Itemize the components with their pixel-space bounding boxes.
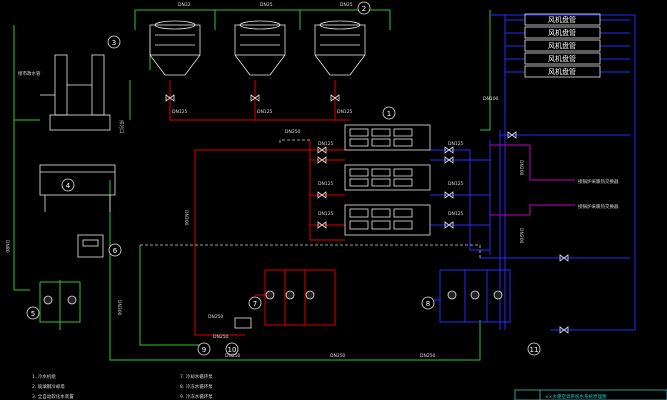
dn-tower-top-3: DN25 bbox=[340, 2, 353, 8]
dn-right-riser-1: DN100 bbox=[483, 96, 499, 102]
fan-coil-label-3: 风机盘管 bbox=[548, 41, 576, 50]
cooling-tower-1 bbox=[149, 20, 201, 76]
fan-coil-group bbox=[524, 13, 601, 78]
tag-7: 7 bbox=[253, 300, 257, 308]
tag-2: 2 bbox=[362, 5, 366, 13]
dn-left-vertical: DN80 bbox=[4, 240, 10, 253]
dn-chiller-in-1: DN125 bbox=[318, 141, 334, 147]
water-softener bbox=[40, 54, 111, 131]
tag-10: 10 bbox=[228, 346, 237, 354]
dn-right-riser-3: DN200 bbox=[518, 228, 524, 244]
pump-set-cooling bbox=[265, 290, 315, 300]
dn-pump-outlet: DN250 bbox=[213, 334, 229, 340]
municipal-water-label: 接市政水管 bbox=[18, 70, 41, 77]
dn-main-b: DN300 bbox=[183, 210, 189, 226]
dn-chiller-out-2: DN125 bbox=[448, 181, 464, 187]
tag-9: 9 bbox=[202, 346, 206, 354]
dn-chiller-out-3: DN125 bbox=[448, 211, 464, 217]
dn-tower-top-2: DN25 bbox=[260, 2, 273, 8]
dn-tower-leg-3: DN125 bbox=[337, 109, 353, 115]
tag-4: 4 bbox=[66, 182, 71, 190]
drain-outlet-label: 排污口 bbox=[118, 120, 125, 134]
dn-main-a: DN250 bbox=[285, 129, 301, 135]
dn-tower-leg-2: DN125 bbox=[257, 109, 273, 115]
dn-return-bottom-2: DN250 bbox=[330, 353, 346, 359]
tag-8: 8 bbox=[426, 300, 430, 308]
heat-exchanger-label-1: 接锅炉采暖热交换器 bbox=[578, 178, 619, 185]
makeup-water-line bbox=[140, 139, 481, 260]
tag-5: 5 bbox=[31, 310, 35, 318]
heat-exchanger-branches bbox=[490, 144, 575, 216]
equipment-tags bbox=[26, 1, 541, 356]
legend-left-3: 3. 全自动软化水装置 bbox=[32, 393, 74, 400]
heat-exchanger-label-2: 接锅炉采暖热交换器 bbox=[578, 203, 619, 210]
expansion-device bbox=[234, 317, 252, 329]
tag-6: 6 bbox=[113, 247, 118, 255]
legend-mid-3: 9. 冷冻水循环泵 bbox=[180, 393, 213, 400]
chiller-2 bbox=[344, 164, 431, 191]
dn-return-bottom-3: DN250 bbox=[420, 353, 436, 359]
supply-pipes bbox=[169, 80, 350, 336]
legend-left-1: 1. 冷水机组 bbox=[32, 373, 56, 380]
drawing-title: ××大厦空调系统水系统原理图 bbox=[545, 393, 607, 400]
fan-coil-label-2: 风机盘管 bbox=[548, 28, 576, 37]
dn-right-riser-2: DN200 bbox=[518, 160, 524, 176]
valve-marks bbox=[165, 94, 569, 334]
dn-tower-top-1: DN32 bbox=[178, 2, 191, 8]
title-block bbox=[514, 389, 667, 400]
legend-mid-2: 8. 冷冻水循环泵 bbox=[180, 383, 213, 390]
water-tank bbox=[39, 164, 116, 212]
dn-tower-leg-1: DN125 bbox=[172, 109, 188, 115]
pump-set-chilled bbox=[447, 290, 503, 300]
chilled-water-pipes bbox=[430, 14, 636, 331]
control-panel bbox=[77, 234, 104, 258]
chiller-1 bbox=[344, 124, 431, 151]
fan-coil-label-5: 风机盘管 bbox=[548, 67, 576, 76]
legend-left-2: 2. 玻璃钢冷却塔 bbox=[32, 383, 65, 390]
tag-11: 11 bbox=[530, 346, 539, 354]
tag-1: 1 bbox=[387, 110, 391, 118]
fan-coil-label-1: 风机盘管 bbox=[548, 15, 576, 24]
legend-mid-1: 7. 冷却水循环泵 bbox=[180, 373, 213, 380]
chiller-3 bbox=[344, 204, 431, 236]
tag-3: 3 bbox=[112, 39, 116, 47]
dn-return-bottom-1: DN250 bbox=[225, 353, 241, 359]
dn-side-main: DN300 bbox=[116, 300, 122, 316]
fan-coil-label-4: 风机盘管 bbox=[548, 54, 576, 63]
dn-chiller-out-1: DN125 bbox=[448, 141, 464, 147]
dn-chiller-in-2: DN125 bbox=[318, 181, 334, 187]
cooling-tower-3 bbox=[314, 20, 366, 76]
pump-set-makeup bbox=[43, 295, 77, 305]
dn-pump-header: DN250 bbox=[208, 314, 224, 320]
dn-chiller-in-3: DN125 bbox=[318, 211, 334, 217]
cooling-tower-2 bbox=[234, 20, 286, 76]
